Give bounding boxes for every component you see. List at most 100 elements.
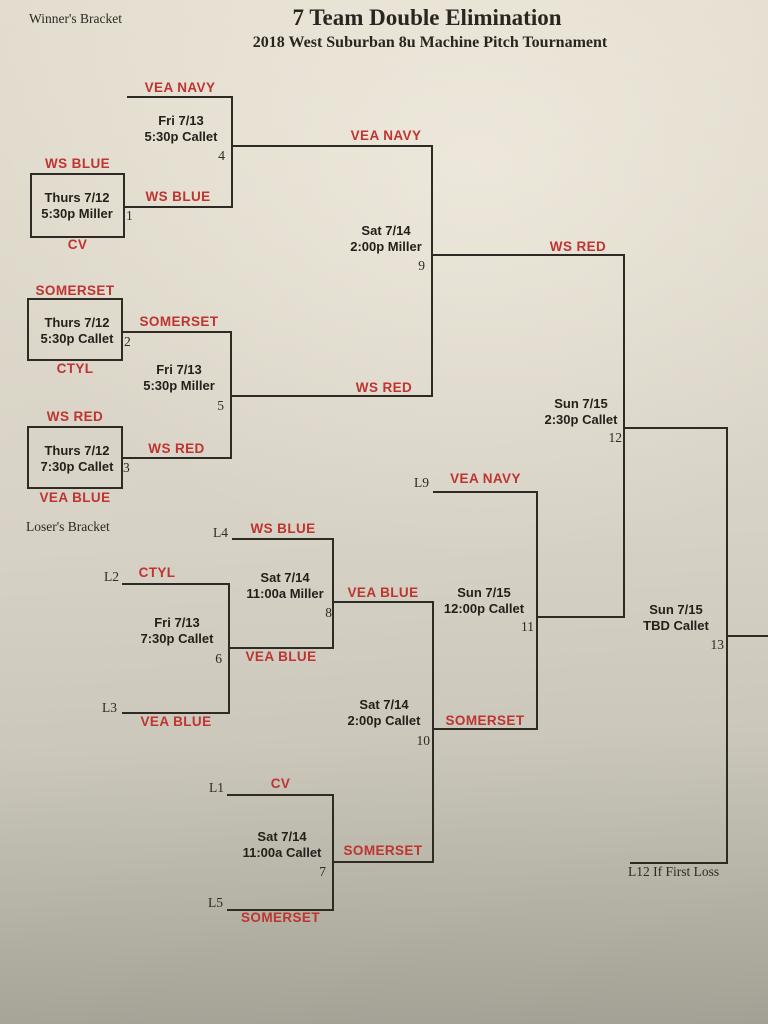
team-label-vea-navy-l9: VEA NAVY — [450, 471, 521, 486]
game8-time-field: 11:00a Miller — [246, 586, 324, 601]
game1-info: Thurs 7/12 5:30p Miller — [27, 190, 127, 222]
g12-winner-line — [623, 427, 728, 429]
game8-number: 8 — [325, 605, 332, 620]
g3-winner-line — [121, 457, 232, 459]
team-label-ws-blue-seed: WS BLUE — [44, 156, 111, 171]
g3-box-top-line — [27, 426, 123, 428]
g11-join-line — [536, 491, 538, 730]
game3-time-field: 7:30p Callet — [40, 459, 114, 474]
game5-info: Fri 7/13 5:30p Miller — [129, 362, 229, 394]
game4-time-field: 5:30p Callet — [144, 129, 218, 144]
team-label-ws-red-winner-g9: WS RED — [549, 239, 607, 254]
game2-date: Thurs 7/12 — [44, 315, 110, 330]
game7-info: Sat 7/14 11:00a Callet — [229, 829, 335, 861]
game4-number: 4 — [218, 148, 225, 163]
game10-time-field: 2:00p Callet — [347, 713, 421, 728]
g1-box-left-line — [30, 173, 32, 238]
game4-date: Fri 7/13 — [158, 113, 204, 128]
team-label-ctyl-l2: CTYL — [138, 565, 176, 580]
team-label-ws-red-winner-g3: WS RED — [148, 441, 205, 456]
team-label-somerset-seed: SOMERSET — [35, 283, 115, 298]
g9-winner-line — [431, 254, 625, 256]
game13-date: Sun 7/15 — [649, 602, 703, 617]
g6-bottom-seed-line — [122, 712, 230, 714]
g8-winner-line — [332, 601, 434, 603]
seed-label-l4: L4 — [213, 525, 228, 540]
game13-info: Sun 7/15 TBD Callet — [623, 602, 729, 634]
winners-bracket-label: Winner's Bracket — [29, 11, 122, 26]
game13-number: 13 — [710, 637, 725, 652]
g7-bottom-seed-line — [227, 909, 334, 911]
g12-join-line — [623, 254, 625, 618]
l12-if-first-loss-label: L12 If First Loss — [628, 864, 720, 879]
team-label-ws-red-winner-g5: WS RED — [355, 380, 413, 395]
g4-winner-line — [231, 145, 433, 147]
game11-time-field: 12:00p Callet — [443, 601, 525, 616]
seed-label-l9: L9 — [414, 475, 429, 490]
g13-join-line — [726, 427, 728, 864]
team-label-somerset-winner-g2: SOMERSET — [139, 314, 219, 329]
game6-number: 6 — [215, 651, 222, 666]
team-label-vea-blue-winner-g6: VEA BLUE — [245, 649, 317, 664]
game2-time-field: 5:30p Callet — [40, 331, 114, 346]
seed-label-l2: L2 — [104, 569, 119, 584]
g7-top-seed-line — [227, 794, 334, 796]
team-label-vea-navy-winner-g4: VEA NAVY — [350, 128, 422, 143]
seed-label-l5: L5 — [208, 895, 223, 910]
g6-top-seed-line — [122, 583, 230, 585]
team-label-ws-red-seed: WS RED — [46, 409, 104, 424]
team-label-vea-blue-winner-g8: VEA BLUE — [347, 585, 419, 600]
g10-join-line — [432, 601, 434, 863]
seed-label-l3: L3 — [102, 700, 117, 715]
game12-info: Sun 7/15 2:30p Callet — [528, 396, 634, 428]
g1-box-bottom-line — [30, 236, 125, 238]
game10-number: 10 — [416, 733, 431, 748]
game7-number: 7 — [319, 864, 326, 879]
losers-bracket-label: Loser's Bracket — [26, 519, 110, 534]
g7-join-line — [332, 794, 334, 911]
game6-time-field: 7:30p Callet — [140, 631, 214, 646]
game6-date: Fri 7/13 — [154, 615, 200, 630]
g1-box-right-line — [123, 173, 125, 238]
g7-winner-line — [332, 861, 434, 863]
game5-date: Fri 7/13 — [156, 362, 202, 377]
g13-winner-line — [726, 635, 768, 637]
game5-time-field: 5:30p Miller — [143, 378, 215, 393]
game9-date: Sat 7/14 — [361, 223, 411, 238]
game9-info: Sat 7/14 2:00p Miller — [336, 223, 436, 255]
seed-label-l1: L1 — [209, 780, 224, 795]
g2-box-bottom-line — [27, 359, 123, 361]
g8-top-seed-line — [232, 538, 334, 540]
team-label-cv-seed: CV — [67, 237, 88, 252]
team-label-somerset-winner-g10: SOMERSET — [445, 713, 525, 728]
game10-info: Sat 7/14 2:00p Callet — [334, 697, 434, 729]
team-label-somerset-winner-g7: SOMERSET — [343, 843, 423, 858]
game13-time-field: TBD Callet — [643, 618, 709, 633]
page-subtitle: 2018 West Suburban 8u Machine Pitch Tour… — [252, 34, 608, 51]
game12-date: Sun 7/15 — [554, 396, 608, 411]
game7-time-field: 11:00a Callet — [242, 845, 322, 860]
page-title: 7 Team Double Elimination — [292, 5, 562, 30]
team-label-vea-blue-seed: VEA BLUE — [39, 490, 111, 505]
game11-info: Sun 7/15 12:00p Callet — [429, 585, 539, 617]
game1-time-field: 5:30p Miller — [41, 206, 113, 221]
g4-seed-line — [127, 96, 233, 98]
game12-number: 12 — [608, 430, 623, 445]
game11-number: 11 — [521, 619, 534, 634]
game10-date: Sat 7/14 — [359, 697, 409, 712]
team-label-vea-blue-l3: VEA BLUE — [140, 714, 212, 729]
g10-winner-line — [432, 728, 538, 730]
team-label-ws-blue-winner-g1: WS BLUE — [145, 189, 211, 204]
g1-winner-line — [123, 206, 233, 208]
g11-top-seed-line — [433, 491, 538, 493]
g6-winner-line — [228, 647, 334, 649]
game2-number: 2 — [124, 334, 131, 349]
game6-info: Fri 7/13 7:30p Callet — [127, 615, 227, 647]
game3-date: Thurs 7/12 — [44, 443, 110, 458]
game7-date: Sat 7/14 — [257, 829, 307, 844]
g8-join-line — [332, 538, 334, 649]
g2-box-left-line — [27, 298, 29, 361]
game8-info: Sat 7/14 11:00a Miller — [232, 570, 338, 602]
g2-winner-line — [121, 331, 232, 333]
